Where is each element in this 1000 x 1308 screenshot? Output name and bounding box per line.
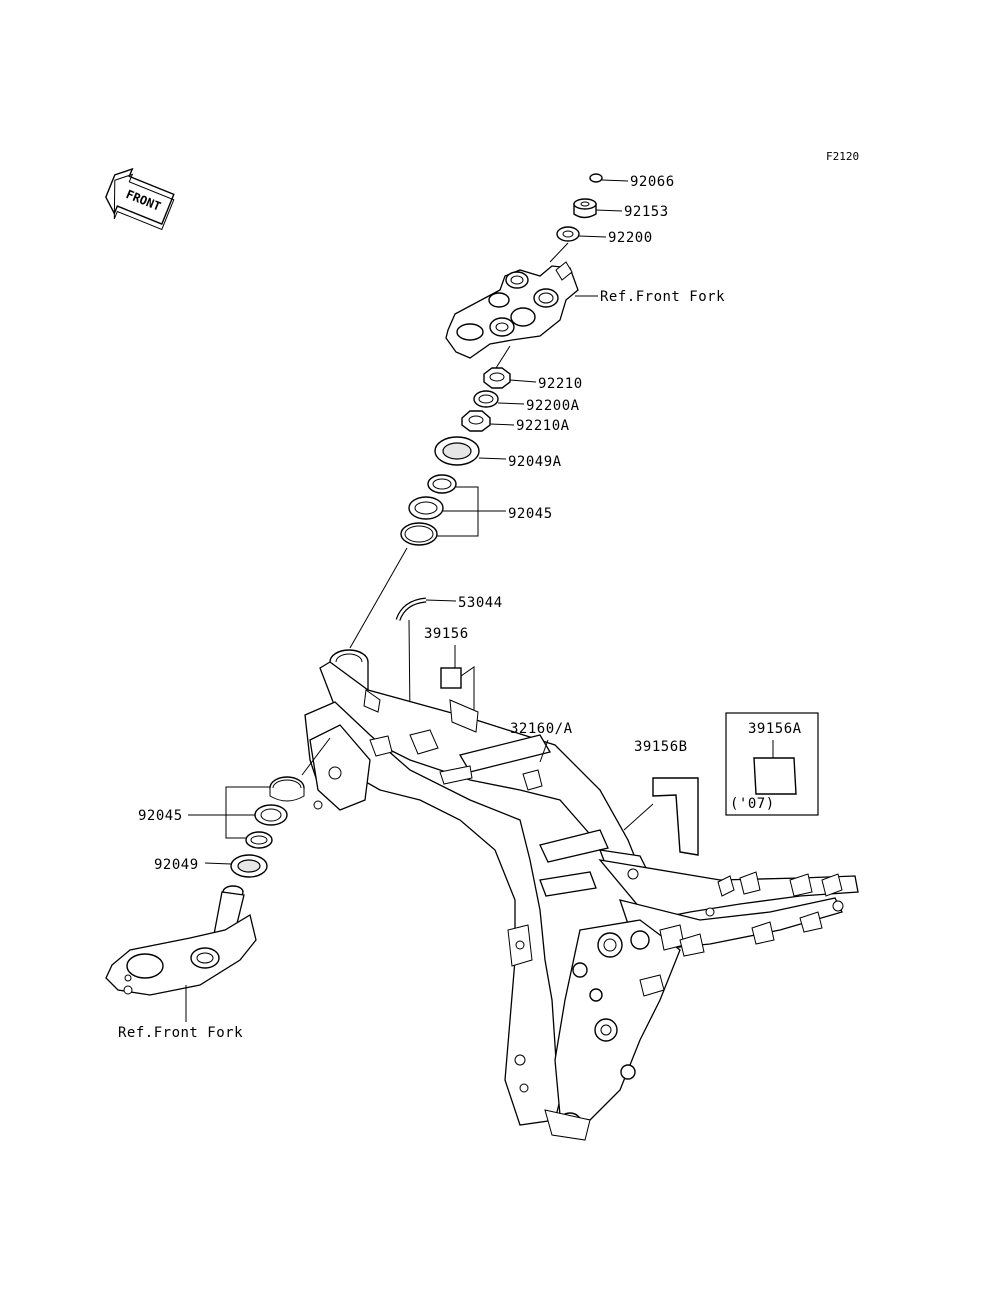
label-53044: 53044 (458, 595, 503, 611)
label-39156: 39156 (424, 626, 469, 642)
washer-92200a-icon (473, 390, 499, 408)
lower-triple-clamp (105, 885, 257, 996)
seal-92049a-icon (434, 436, 480, 466)
label-92200a: 92200A (526, 398, 580, 414)
label-year-note: ('07) (730, 796, 775, 812)
label-plate-39156-icon (440, 667, 462, 689)
bearing-92045-upper-icon (400, 474, 457, 546)
nut-92153-icon (573, 198, 597, 219)
label-92153: 92153 (624, 204, 669, 220)
locknut-92210-icon (483, 367, 511, 389)
label-92045-top: 92045 (508, 506, 553, 522)
label-plate-39156b-icon (652, 777, 699, 856)
label-39156b: 39156B (634, 739, 688, 755)
label-92200: 92200 (608, 230, 653, 246)
washer-92200-icon (556, 226, 580, 242)
tube-53044-icon (395, 597, 427, 621)
label-32160a: 32160/A (510, 721, 573, 737)
label-ref-front-fork-bottom: Ref.Front Fork (118, 1025, 243, 1041)
cap-92066-icon (589, 173, 603, 183)
label-ref-front-fork-top: Ref.Front Fork (600, 289, 725, 305)
label-92210a: 92210A (516, 418, 570, 434)
label-92049a: 92049A (508, 454, 562, 470)
label-92210: 92210 (538, 376, 583, 392)
seal-92049-icon (230, 854, 268, 878)
figure-code: F2120 (826, 150, 859, 163)
label-92045-bottom: 92045 (138, 808, 183, 824)
main-frame (304, 649, 859, 1141)
label-plate-39156a-icon (753, 757, 797, 795)
label-92066: 92066 (630, 174, 675, 190)
box-39156a: 39156A ('07) (725, 712, 819, 816)
upper-triple-clamp (445, 261, 579, 359)
front-arrow-icon: FRONT (105, 167, 175, 231)
bearing-92045-lower-icon (245, 776, 305, 849)
label-92049: 92049 (154, 857, 199, 873)
label-39156a: 39156A (748, 721, 802, 737)
locknut-92210a-icon (461, 410, 491, 432)
